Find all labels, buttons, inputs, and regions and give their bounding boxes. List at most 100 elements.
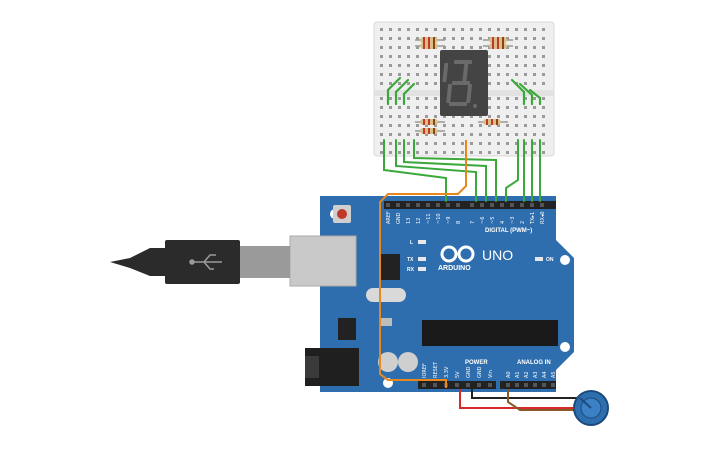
arduino-logo-icon	[440, 245, 475, 263]
breadboard-hole	[389, 46, 392, 49]
digital-pin-label: 13	[406, 218, 412, 224]
breadboard-hole	[524, 151, 527, 154]
breadboard-hole	[542, 151, 545, 154]
breadboard-hole	[524, 28, 527, 31]
potentiometer[interactable]	[573, 390, 609, 426]
analog-pin[interactable]	[533, 383, 537, 387]
resistor-top-right[interactable]	[483, 37, 513, 49]
power-pin[interactable]	[488, 383, 492, 387]
pot-wire-a0[interactable]	[507, 389, 578, 411]
digital-pin-holes	[386, 203, 544, 207]
power-pin-label: GND	[477, 366, 483, 378]
breadboard-hole	[389, 37, 392, 40]
breadboard-hole	[533, 37, 536, 40]
analog-pin[interactable]	[506, 383, 510, 387]
reset-button[interactable]	[333, 205, 351, 223]
digital-pin-label: TX▸1	[530, 212, 536, 225]
led-on-label: ON	[546, 257, 554, 263]
power-pin[interactable]	[433, 383, 437, 387]
breadboard-hole	[425, 64, 428, 67]
resistor-bottom-left[interactable]	[415, 119, 445, 134]
breadboard-hole	[533, 82, 536, 85]
breadboard-hole	[443, 124, 446, 127]
digital-pin[interactable]	[520, 203, 524, 207]
breadboard-hole	[506, 133, 509, 136]
digital-pin[interactable]	[530, 203, 534, 207]
breadboard-hole	[416, 73, 419, 76]
breadboard-hole	[524, 46, 527, 49]
breadboard-hole	[398, 73, 401, 76]
usb-socket	[289, 235, 357, 287]
breadboard-hole	[389, 151, 392, 154]
breadboard-hole	[488, 142, 491, 145]
breadboard-hole	[416, 142, 419, 145]
resistor-bottom-right[interactable]	[478, 119, 508, 125]
breadboard-hole	[416, 28, 419, 31]
analog-pin[interactable]	[542, 383, 546, 387]
power-pin[interactable]	[466, 383, 470, 387]
breadboard-hole	[524, 124, 527, 127]
digital-pin[interactable]	[396, 203, 400, 207]
power-pin-label: 5V	[455, 371, 461, 378]
breadboard-hole	[533, 106, 536, 109]
digital-pin[interactable]	[490, 203, 494, 207]
breadboard-hole	[425, 73, 428, 76]
signal-wires[interactable]	[383, 139, 541, 202]
breadboard-hole	[488, 28, 491, 31]
power-pin[interactable]	[455, 383, 459, 387]
seven-segment-display[interactable]: 8	[0, 0, 488, 116]
digital-pin[interactable]	[510, 203, 514, 207]
digital-pin[interactable]	[416, 203, 420, 207]
digital-pin[interactable]	[406, 203, 410, 207]
breadboard-hole	[443, 115, 446, 118]
breadboard-hole	[533, 73, 536, 76]
digital-pin[interactable]	[540, 203, 544, 207]
power-jack[interactable]	[305, 348, 359, 386]
breadboard-hole	[398, 64, 401, 67]
breadboard-hole	[389, 73, 392, 76]
analog-pin-label: A2	[524, 371, 530, 378]
analog-pin[interactable]	[524, 383, 528, 387]
breadboard-hole	[488, 106, 491, 109]
power-pin[interactable]	[477, 383, 481, 387]
breadboard-hole	[416, 97, 419, 100]
breadboard-hole	[533, 151, 536, 154]
breadboard-jumpers[interactable]	[386, 76, 542, 106]
digital-pin[interactable]	[480, 203, 484, 207]
digital-pin[interactable]	[446, 203, 450, 207]
digital-pin[interactable]	[500, 203, 504, 207]
breadboard-hole	[398, 133, 401, 136]
breadboard-hole	[443, 46, 446, 49]
breadboard-hole	[434, 151, 437, 154]
digital-pin-label: ~9	[446, 217, 452, 224]
pot-wire-5v[interactable]	[459, 389, 578, 409]
digital-pin[interactable]	[426, 203, 430, 207]
digital-pin[interactable]	[386, 203, 390, 207]
power-pin[interactable]	[422, 383, 426, 387]
digital-pin[interactable]	[456, 203, 460, 207]
digital-pin[interactable]	[436, 203, 440, 207]
status-leds: L TX RX ON	[407, 240, 554, 273]
breadboard-hole	[533, 124, 536, 127]
breadboard-hole	[497, 133, 500, 136]
resistor-top-left[interactable]	[415, 37, 445, 49]
breadboard-hole	[380, 124, 383, 127]
breadboard-hole	[479, 115, 482, 118]
analog-pin[interactable]	[515, 383, 519, 387]
power-wire-5v[interactable]	[379, 140, 467, 388]
breadboard-hole	[488, 64, 491, 67]
breadboard-hole	[515, 124, 518, 127]
breadboard-hole	[506, 46, 509, 49]
breadboard-hole	[416, 55, 419, 58]
breadboard-hole	[506, 64, 509, 67]
breadboard-hole	[389, 115, 392, 118]
breadboard-hole	[443, 133, 446, 136]
analog-pin[interactable]	[551, 383, 555, 387]
digital-pin-label: ~10	[436, 213, 442, 224]
digital-pin[interactable]	[470, 203, 474, 207]
breadboard-hole	[506, 106, 509, 109]
breadboard-hole	[461, 115, 464, 118]
usb-cable[interactable]	[110, 240, 290, 284]
